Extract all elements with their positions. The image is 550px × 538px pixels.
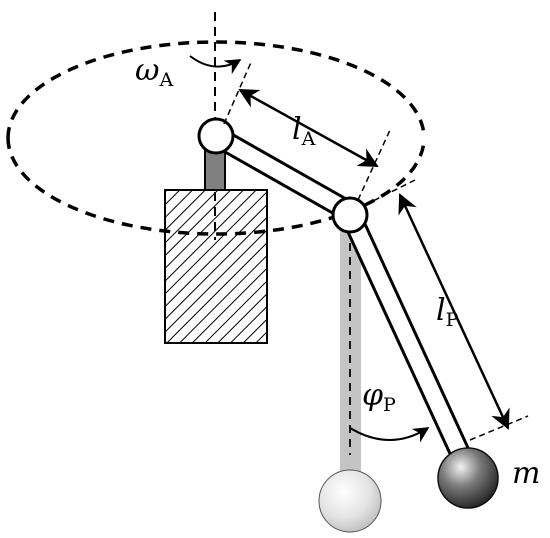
- la-extension-2: [357, 129, 391, 201]
- lp-dimension-arrow: [398, 193, 510, 430]
- pendulum-rest-mass: [318, 469, 382, 533]
- omega-rotation-arrow: [189, 55, 242, 75]
- pendulum-rest-shaft: [340, 215, 361, 487]
- motor-shaft: [204, 149, 226, 191]
- base-block: [164, 189, 268, 344]
- rotation-ellipse-back: [6, 40, 426, 139]
- joint-motor: [197, 117, 235, 155]
- label-omega-a: ωA: [135, 53, 173, 91]
- lp-extension-2: [469, 415, 529, 441]
- la-extension-1: [223, 59, 253, 125]
- pendulum-mass: [437, 447, 499, 509]
- label-mass: m: [512, 456, 540, 491]
- pendulum-rod: [340, 208, 471, 461]
- rotation-ellipse-front: [6, 137, 426, 236]
- label-l-p: lP: [436, 293, 459, 331]
- label-phi-p: φP: [362, 378, 396, 416]
- phi-angle-arrow: [349, 427, 430, 443]
- label-l-a: lA: [292, 112, 316, 150]
- joint-pendulum: [331, 196, 369, 234]
- la-dimension-arrow: [238, 88, 379, 168]
